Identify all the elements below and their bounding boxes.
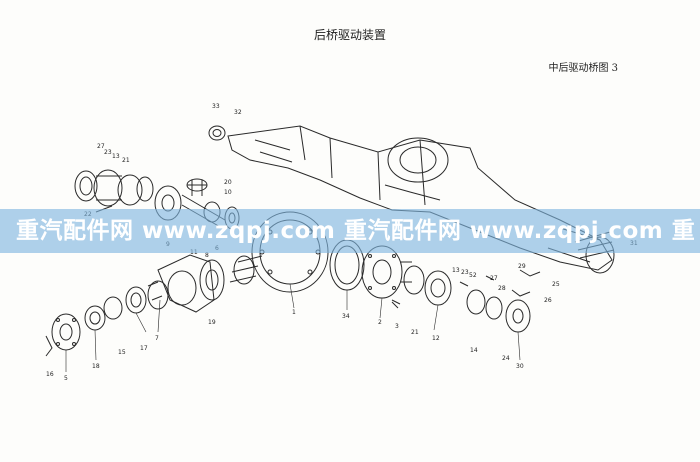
callout-23b: 23 (461, 269, 469, 276)
callout-13: 13 (112, 153, 120, 160)
flange (45, 313, 81, 357)
callout-20: 20 (224, 179, 232, 186)
callout-12: 12 (432, 335, 440, 342)
callout-14: 14 (470, 347, 478, 354)
callout-17: 17 (140, 345, 148, 352)
callout-13b: 13 (452, 267, 460, 274)
input-carrier (147, 254, 225, 313)
figure-label: 中后驱动桥图 3 (548, 63, 618, 74)
callout-7: 7 (155, 335, 159, 342)
callout-52: 52 (469, 272, 477, 279)
washer-33 (208, 125, 226, 141)
page-title: 后桥驱动装置 (313, 28, 386, 42)
callout-27b: 27 (490, 275, 498, 282)
callout-28: 28 (498, 285, 506, 292)
callout-24: 24 (502, 355, 510, 362)
leader-lines (65, 283, 521, 372)
right-side-parts (459, 269, 541, 333)
callout-33: 33 (212, 103, 220, 110)
callout-16: 16 (46, 371, 54, 378)
callout-5: 5 (64, 375, 68, 382)
callout-1: 1 (292, 309, 296, 316)
callout-30: 30 (516, 363, 524, 370)
callout-27: 27 (97, 143, 105, 150)
differential-case (361, 245, 452, 309)
callout-3: 3 (395, 323, 399, 330)
callout-26: 26 (544, 297, 552, 304)
callout-2: 2 (378, 319, 382, 326)
watermark-banner: 重汽配件网 www.zqpj.com 重汽配件网 www.zqpj.com 重 (0, 209, 700, 253)
callout-25: 25 (552, 281, 560, 288)
callout-18: 18 (92, 363, 100, 370)
callout-8: 8 (205, 252, 209, 259)
bearing-stack (84, 280, 169, 331)
callout-23: 23 (104, 149, 112, 156)
callout-34: 34 (342, 313, 350, 320)
callout-19: 19 (208, 319, 216, 326)
callout-10: 10 (224, 189, 232, 196)
watermark-text: 重汽配件网 www.zqpj.com 重汽配件网 www.zqpj.com 重 (16, 218, 696, 244)
callout-21b: 21 (411, 329, 419, 336)
callout-29: 29 (518, 263, 526, 270)
callout-32: 32 (234, 109, 242, 116)
callout-21: 21 (122, 157, 130, 164)
callout-15: 15 (118, 349, 126, 356)
